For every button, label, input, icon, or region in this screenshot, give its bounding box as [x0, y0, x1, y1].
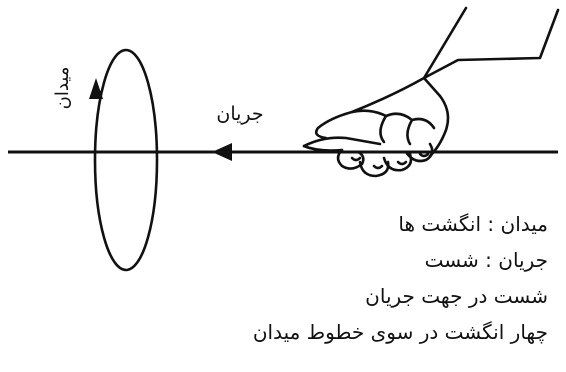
legend-line: میدان : انگشت ها	[398, 212, 548, 236]
hand-icon	[302, 6, 560, 178]
field-loop	[93, 48, 159, 272]
current-label: جریان	[216, 103, 263, 125]
current-arrow-icon	[212, 143, 232, 161]
field-label: میدان	[52, 67, 73, 110]
field-arrow-icon	[89, 78, 103, 99]
rule-legend: میدان : انگشت ها جریان : شست شست در جهت …	[253, 206, 548, 350]
legend-line: چهار انگشت در سوی خطوط میدان	[252, 320, 548, 344]
legend-line: جریان : شست	[424, 248, 548, 272]
legend-line: شست در جهت جریان	[365, 284, 548, 308]
